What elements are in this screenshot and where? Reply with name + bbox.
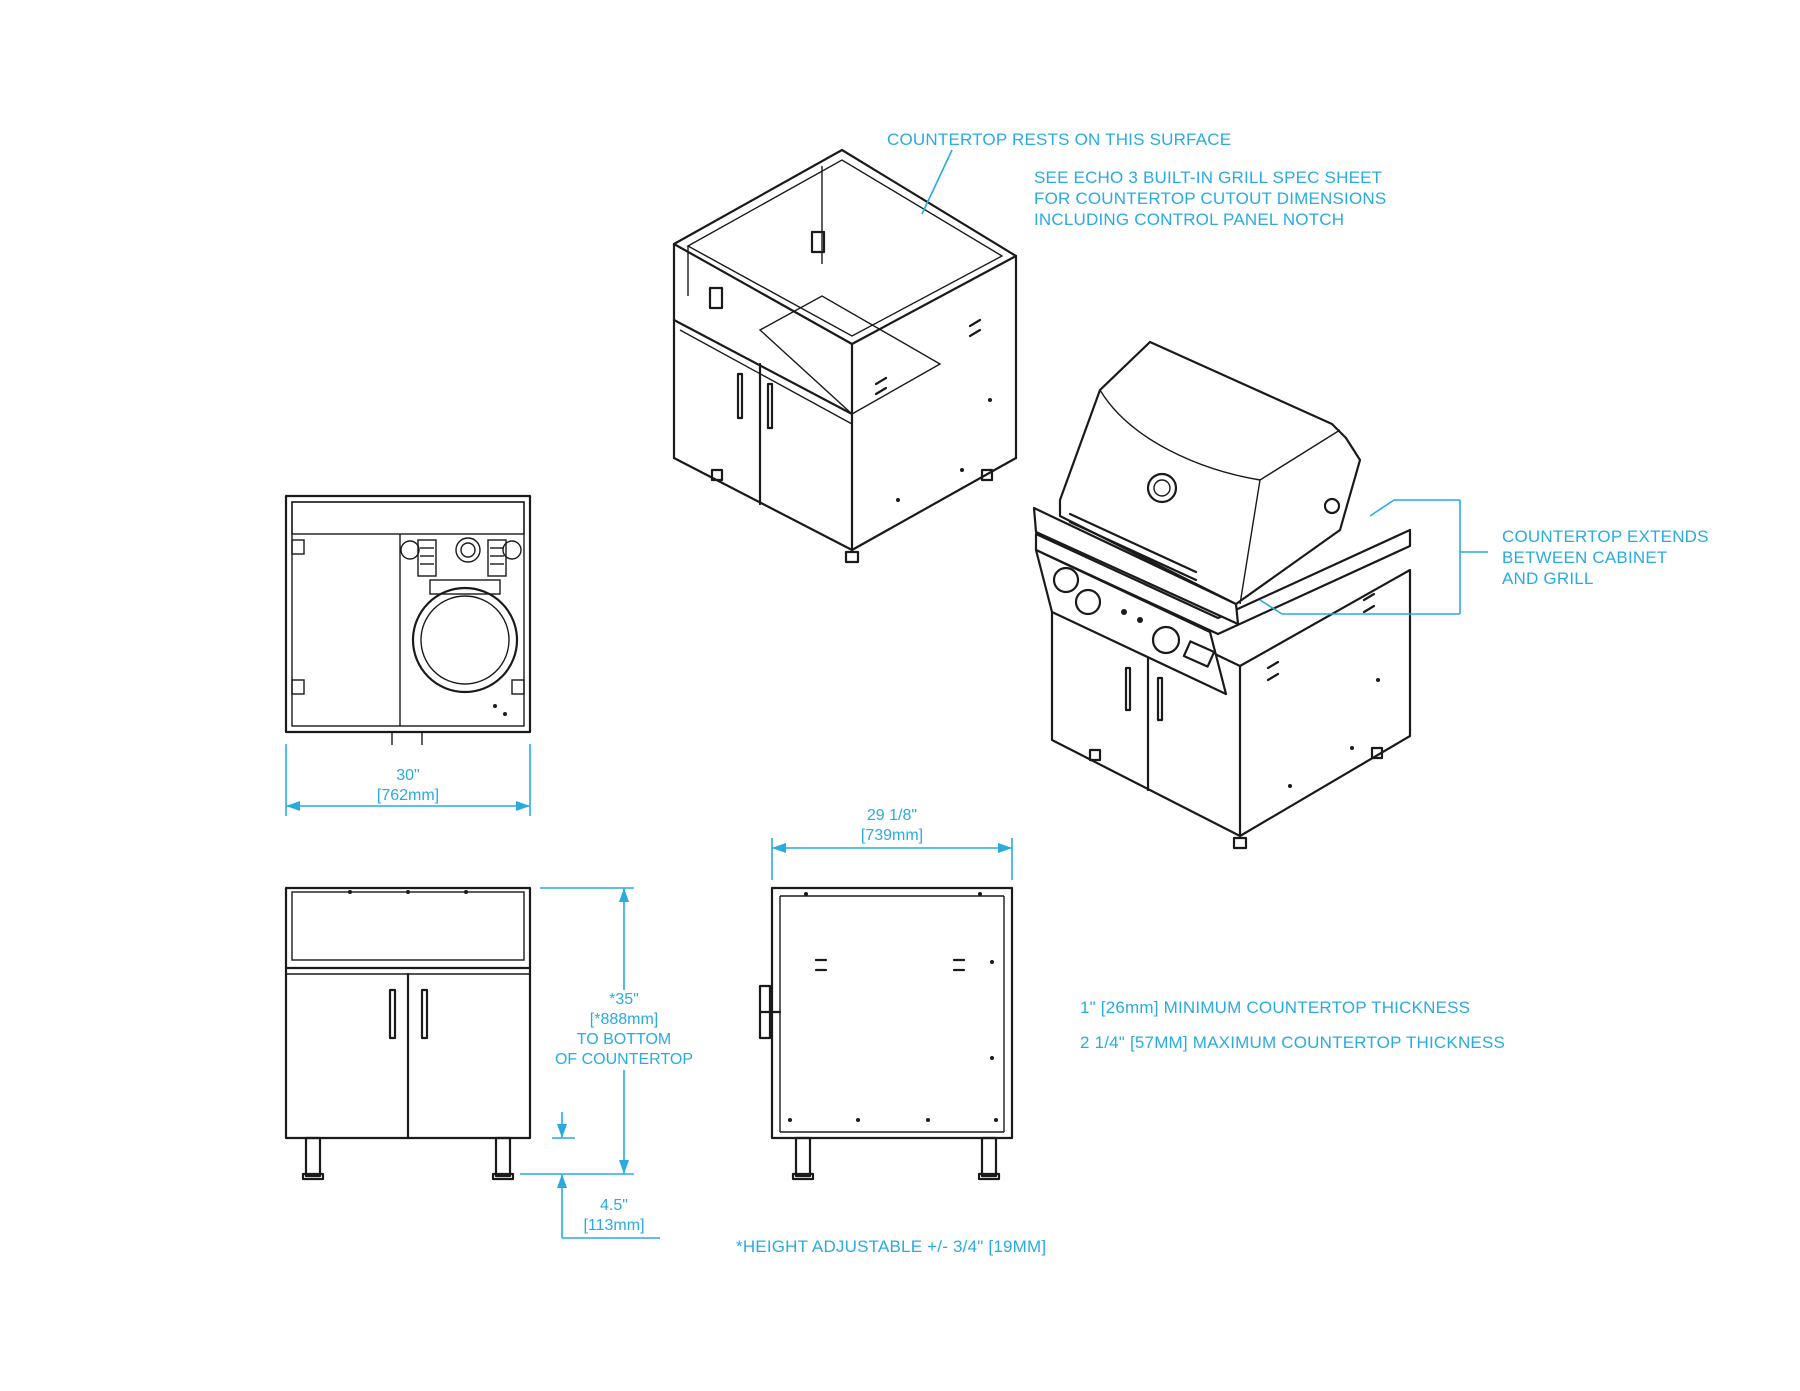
- top-view: [284, 494, 532, 745]
- depth-dimension-lines: [771, 838, 1013, 880]
- note-min-thickness: 1" [26mm] MINIMUM COUNTERTOP THICKNESS: [1080, 998, 1471, 1017]
- note-max-thickness: 2 1/4" [57MM] MAXIMUM COUNTERTOP THICKNE…: [1080, 1033, 1506, 1052]
- depth-imperial: 29 1/8": [866, 807, 918, 824]
- isometric-grill-cabinet: [1032, 340, 1412, 850]
- note-countertop-extends-line-2: BETWEEN CABINET: [1502, 548, 1668, 567]
- width-imperial: 30": [396, 767, 420, 784]
- depth-metric: [739mm]: [860, 827, 924, 844]
- height-dimension-label: *35" [*888mm] TO BOTTOM OF COUNTERTOP: [546, 990, 702, 1070]
- leg-dimension-label: 4.5" [113mm]: [564, 1196, 664, 1236]
- width-metric: [762mm]: [376, 787, 440, 804]
- note-countertop-extends-line-3: AND GRILL: [1502, 569, 1594, 588]
- note-countertop-extends-line-1: COUNTERTOP EXTENDS: [1502, 527, 1709, 546]
- tank-ring: [411, 579, 519, 694]
- note-spec-sheet-line-3: INCLUDING CONTROL PANEL NOTCH: [1034, 210, 1345, 229]
- note-countertop-rests: COUNTERTOP RESTS ON THIS SURFACE: [887, 130, 1232, 149]
- leg-metric: [113mm]: [583, 1217, 645, 1234]
- note-spec-sheet: SEE ECHO 3 BUILT-IN GRILL SPEC SHEET FOR…: [1034, 167, 1386, 230]
- height-metric: [*888mm]: [589, 1011, 659, 1028]
- width-dimension-lines: [285, 744, 531, 816]
- note-spec-sheet-line-1: SEE ECHO 3 BUILT-IN GRILL SPEC SHEET: [1034, 168, 1383, 187]
- vent-grilles: [417, 539, 507, 577]
- note-height-adjustable: *HEIGHT ADJUSTABLE +/- 3/4" [19MM]: [736, 1237, 1047, 1256]
- height-dimension-lines: [520, 887, 660, 1239]
- front-view: [284, 886, 532, 1181]
- height-desc-line-2: OF COUNTERTOP: [554, 1051, 694, 1068]
- width-dimension-label: 30" [762mm]: [358, 766, 458, 806]
- height-desc-line-1: TO BOTTOM: [576, 1031, 672, 1048]
- note-spec-sheet-line-2: FOR COUNTERTOP CUTOUT DIMENSIONS: [1034, 189, 1387, 208]
- height-imperial: *35": [609, 991, 639, 1008]
- note-countertop-extends: COUNTERTOP EXTENDS BETWEEN CABINET AND G…: [1502, 526, 1709, 589]
- depth-dimension-label: 29 1/8" [739mm]: [842, 806, 942, 846]
- side-view: [758, 886, 1014, 1181]
- isometric-cabinet: [672, 148, 1018, 564]
- leg-imperial: 4.5": [600, 1197, 628, 1214]
- leader-lines: [921, 149, 1488, 615]
